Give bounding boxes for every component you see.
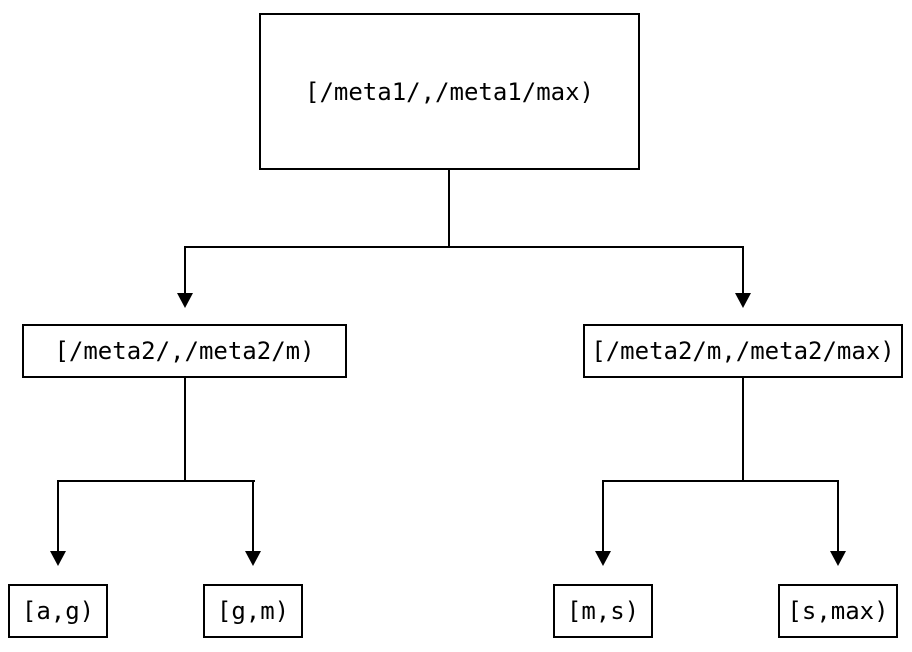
tree-node-left-right: [g,m) [203, 584, 303, 638]
edge-root-left-drop [184, 246, 186, 294]
node-label: [/meta2/,/meta2/m) [54, 337, 315, 365]
arrowhead-down-icon [245, 551, 261, 566]
node-label: [s,max) [787, 597, 889, 625]
edge-root-stem [448, 170, 450, 248]
arrowhead-down-icon [735, 293, 751, 308]
node-label: [m,s) [566, 597, 640, 625]
tree-node-right-left: [m,s) [553, 584, 653, 638]
tree-node-right-right: [s,max) [778, 584, 898, 638]
edge-right-branch-bar [602, 480, 839, 482]
arrowhead-down-icon [177, 293, 193, 308]
edge-right-right-drop [837, 482, 839, 552]
edge-left-branch-bar [57, 480, 255, 482]
edge-right-stem [742, 378, 744, 482]
edge-root-branch-bar [184, 246, 744, 248]
edge-left-right-drop [252, 482, 254, 552]
edge-left-left-drop [57, 482, 59, 552]
tree-node-left: [/meta2/,/meta2/m) [22, 324, 347, 378]
node-label: [/meta2/m,/meta2/max) [591, 337, 895, 365]
tree-node-right: [/meta2/m,/meta2/max) [583, 324, 903, 378]
arrowhead-down-icon [830, 551, 846, 566]
tree-node-left-left: [a,g) [8, 584, 108, 638]
arrowhead-down-icon [595, 551, 611, 566]
edge-right-left-drop [602, 482, 604, 552]
edge-root-right-drop [742, 246, 744, 294]
tree-node-root: [/meta1/,/meta1/max) [259, 13, 640, 170]
node-label: [a,g) [21, 597, 95, 625]
arrowhead-down-icon [50, 551, 66, 566]
node-label: [/meta1/,/meta1/max) [305, 77, 594, 106]
edge-left-stem [184, 378, 186, 482]
node-label: [g,m) [216, 597, 290, 625]
